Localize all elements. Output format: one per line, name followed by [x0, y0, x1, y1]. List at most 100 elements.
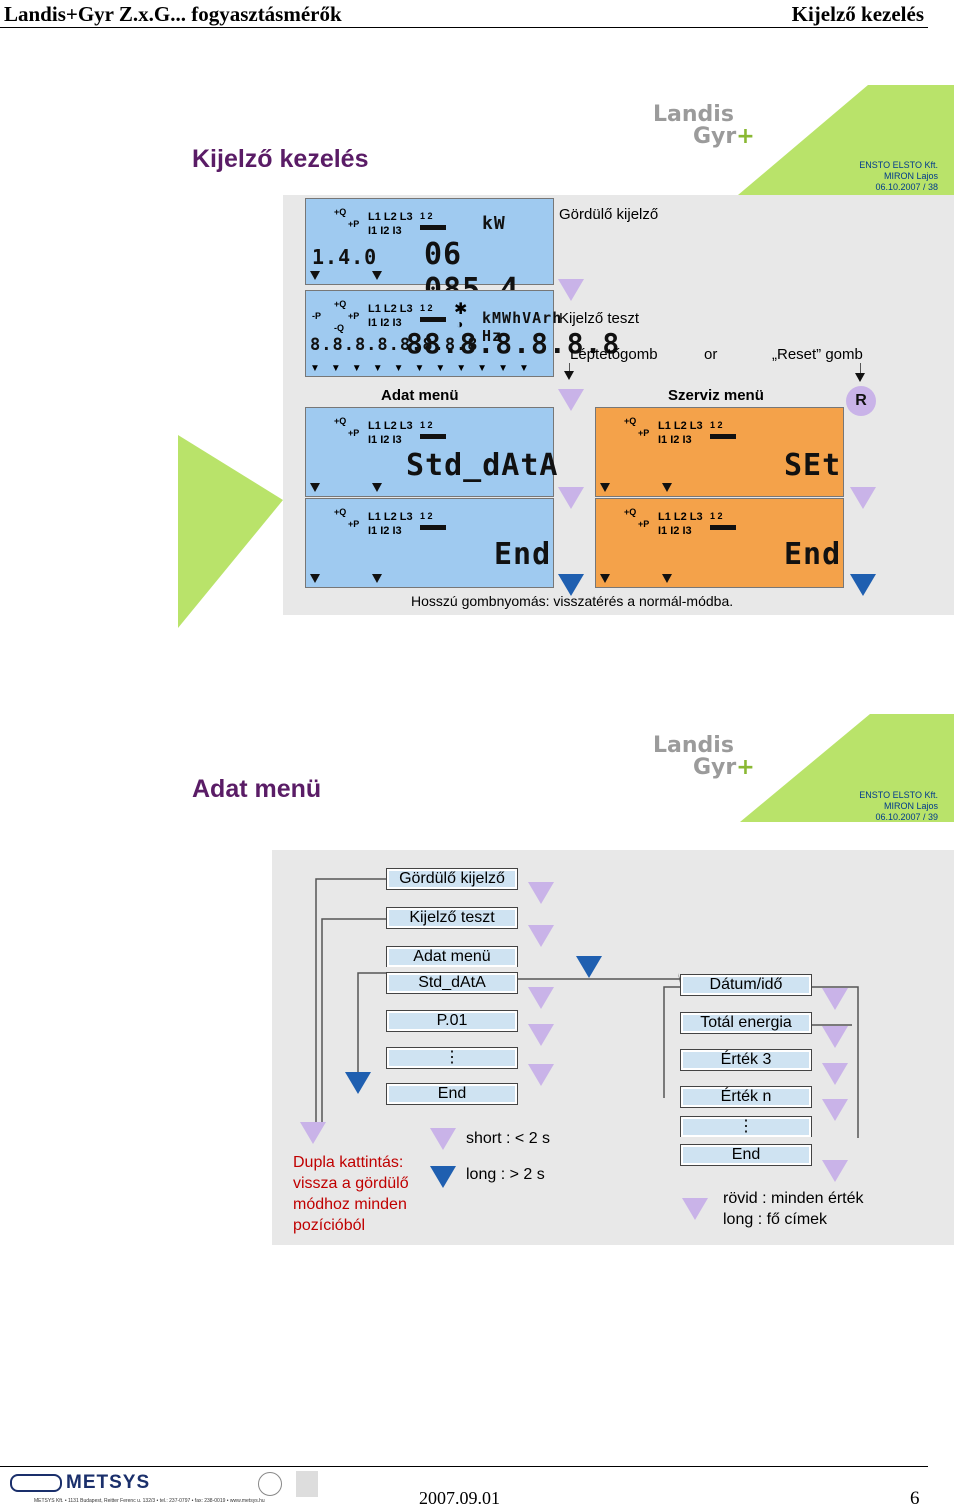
- label-rolling-display: Gördülő kijelző: [559, 206, 659, 223]
- lcd-value: SEt: [784, 448, 842, 483]
- slide-1-credit: ENSTO ELSTO Kft. MIRON Lajos 06.10.2007 …: [859, 160, 938, 192]
- slide-2-stripe: [740, 714, 954, 822]
- q-indicator: +Q: [334, 416, 347, 426]
- legend-short-icon: [682, 1198, 708, 1220]
- tariff-labels: 1 2: [420, 420, 433, 430]
- lcd-std-data: +Q +P L1 L2 L3 I1 I2 I3 1 2 Std_dAtA: [305, 407, 558, 497]
- box-value-n: Érték n: [680, 1086, 812, 1108]
- lcd-value: Std_dAtA: [406, 448, 559, 483]
- phase-labels: L1 L2 L3: [368, 303, 413, 315]
- box-total-energy: Totál energia: [680, 1012, 812, 1034]
- header-left: Landis+Gyr Z.x.G... fogyasztásmérők: [4, 2, 342, 26]
- metsys-logo: METSYS: [10, 1472, 150, 1494]
- box-end: End: [386, 1083, 518, 1105]
- pointer-1: [600, 574, 610, 583]
- minus-q-indicator: -Q: [334, 323, 344, 333]
- double-click-note: Dupla kattintás: vissza a gördülő módhoz…: [293, 1154, 409, 1234]
- box-end: End: [680, 1144, 812, 1166]
- slide-1-stripe: [178, 85, 954, 628]
- header-right: Kijelző kezelés: [791, 2, 924, 26]
- tariff-bar: [420, 525, 446, 530]
- box-std-data: Std_dAtA: [386, 972, 518, 994]
- certification-seal: [258, 1472, 282, 1496]
- q-indicator: +Q: [334, 207, 347, 217]
- p-indicator: +P: [348, 428, 360, 438]
- tariff-bar: [420, 225, 446, 230]
- slide-2-title: Adat menü: [192, 775, 322, 803]
- box-rolling-display: Gördülő kijelző: [386, 868, 518, 890]
- current-labels: I1 I2 I3: [368, 434, 402, 446]
- obis-code: 1.4.0: [312, 245, 378, 269]
- legend-short: short : < 2 s: [466, 1130, 551, 1147]
- short-press-icon: [850, 487, 876, 509]
- pointer-1: [600, 483, 610, 492]
- right-legend: rövid : minden érték long : fő címek: [723, 1190, 864, 1228]
- footer-date: 2007.09.01: [419, 1488, 500, 1508]
- flow-lines: [315, 878, 859, 1138]
- pointer-2: [372, 271, 382, 280]
- p-indicator: +P: [348, 219, 360, 229]
- slide-2-credit: ENSTO ELSTO Kft. MIRON Lajos 06.10.2007 …: [859, 790, 938, 822]
- short-press-icon: [528, 1024, 554, 1046]
- short-press-icon: [822, 988, 848, 1010]
- box-value-3: Érték 3: [680, 1049, 812, 1071]
- label-step-button: Léptetőgomb: [570, 346, 658, 363]
- box-date-time: Dátum/idő: [680, 974, 812, 996]
- legend-long: long : > 2 s: [466, 1166, 545, 1183]
- reset-line: [860, 363, 861, 375]
- unit-label: kW: [482, 213, 506, 234]
- legend-short-icon: [430, 1128, 456, 1150]
- short-press-icon: [558, 389, 584, 411]
- slide-1: [178, 80, 954, 630]
- double-click-icon: [300, 1122, 326, 1144]
- lcd-set: +Q +P L1 L2 L3 I1 I2 I3 1 2 SEt: [595, 407, 844, 497]
- pointer-row: ▼▼▼▼▼▼▼▼▼▼▼: [310, 363, 540, 374]
- pointer-1: [310, 574, 320, 583]
- tariff-labels: 1 2: [420, 511, 433, 521]
- short-press-icon: [822, 1160, 848, 1182]
- short-press-icon: [528, 987, 554, 1009]
- tariff-bar: [420, 434, 446, 439]
- box-p01: P.01: [386, 1010, 518, 1032]
- lcd-end-data: +Q +P L1 L2 L3 I1 I2 I3 1 2 End: [305, 498, 554, 588]
- reset-r-button[interactable]: R: [846, 386, 876, 416]
- long-press-icon: [576, 956, 602, 978]
- step-line: [569, 363, 570, 373]
- current-labels: I1 I2 I3: [658, 525, 692, 537]
- tariff-labels: 1 2: [420, 303, 433, 313]
- current-labels: I1 I2 I3: [368, 525, 402, 537]
- step-arrow: [564, 371, 574, 380]
- service-menu-heading: Szerviz menü: [668, 387, 764, 404]
- moon-icon: ◑: [456, 317, 464, 331]
- metsys-logo-mark: [10, 1473, 62, 1492]
- label-or: or: [704, 346, 718, 363]
- phase-labels: L1 L2 L3: [658, 511, 703, 523]
- p-indicator: +P: [638, 428, 650, 438]
- reset-arrow: [855, 373, 865, 382]
- label-display-test: Kijelző teszt: [559, 310, 640, 327]
- page-number: 6: [910, 1488, 920, 1509]
- pointer-2: [662, 574, 672, 583]
- tariff-bar: [710, 525, 736, 530]
- adat-menu-heading: Adat menü: [381, 387, 459, 404]
- box-ellipsis: ⋮: [386, 1047, 518, 1069]
- lcd-value: End: [494, 537, 552, 572]
- box-ellipsis: ⋮: [680, 1116, 812, 1137]
- landis-gyr-logo: Landis Gyr+: [653, 102, 755, 149]
- short-press-icon: [822, 1063, 848, 1085]
- big-segments: 88.8.8.8.8.8: [406, 327, 621, 360]
- short-press-icon: [822, 1099, 848, 1121]
- short-press-icon: [528, 882, 554, 904]
- q-indicator: +Q: [334, 507, 347, 517]
- lcd-value: End: [784, 537, 842, 572]
- tariff-labels: 1 2: [420, 211, 433, 221]
- short-press-icon: [558, 487, 584, 509]
- short-press-icon: [822, 1026, 848, 1048]
- bug-icon: ✱: [454, 301, 468, 318]
- current-labels: I1 I2 I3: [658, 434, 692, 446]
- long-press-note: Hosszú gombnyomás: visszatérés a normál-…: [411, 593, 734, 609]
- short-press-icon: [528, 925, 554, 947]
- lcd-end-service: +Q +P L1 L2 L3 I1 I2 I3 1 2 End: [595, 498, 844, 588]
- p-indicator: +P: [348, 311, 360, 321]
- tariff-bar: [420, 317, 446, 322]
